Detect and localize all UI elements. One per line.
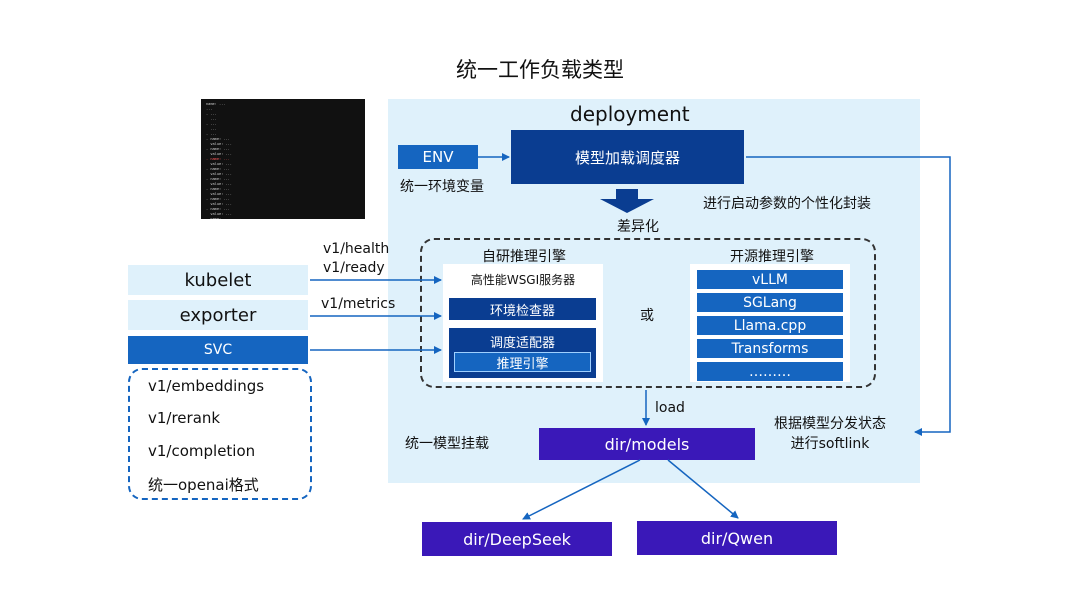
health-label: v1/health (323, 241, 390, 257)
exporter-box: exporter (128, 300, 308, 330)
terminal-line: ... (206, 107, 213, 111)
deepseek-dir-box: dir/DeepSeek (422, 522, 612, 556)
metrics-label: v1/metrics (321, 296, 396, 312)
terminal-line: name: ... (206, 102, 226, 106)
engine-item-llamacpp: Llama.cpp (697, 316, 843, 335)
engine-item-transforms: Transforms (697, 339, 843, 358)
softlink-arrow (746, 156, 951, 436)
terminal-line: - name: ... (206, 157, 230, 161)
terminal-line: - ... (206, 112, 217, 116)
self-engine-heading: 自研推理引擎 (482, 249, 566, 265)
api-rerank: v1/rerank (148, 409, 221, 427)
engine-item-vllm: vLLM (697, 270, 843, 289)
api-completion: v1/completion (148, 442, 256, 460)
model-mount-label: 统一模型挂载 (405, 436, 489, 452)
model-load-scheduler-box: 模型加载调度器 (511, 130, 744, 184)
terminal-line: - name: ... (206, 137, 230, 141)
or-label: 或 (640, 308, 654, 324)
diff-note: 进行启动参数的个性化封装 (703, 196, 871, 212)
ready-label: v1/ready (323, 260, 385, 276)
engine-container (420, 238, 876, 388)
terminal-line: ... (206, 117, 217, 121)
api-embeddings: v1/embeddings (148, 377, 265, 395)
terminal-line: - ... (206, 132, 217, 136)
kubelet-box: kubelet (128, 265, 308, 295)
terminal-line: - name: ... (206, 217, 230, 219)
env-caption: 统一环境变量 (400, 179, 484, 195)
qwen-dir-box: dir/Qwen (637, 521, 837, 555)
load-label: load (655, 400, 685, 416)
env-box: ENV (398, 145, 478, 169)
env-checker-box: 环境检查器 (449, 298, 596, 320)
terminal-line: - name: ... (206, 187, 230, 191)
terminal-line: - ... (206, 122, 217, 126)
diff-block-arrow (600, 189, 654, 213)
terminal-line: value: ... (206, 172, 232, 176)
diff-label: 差异化 (617, 219, 659, 235)
terminal-line: ... (206, 127, 217, 131)
page-title: 统一工作负载类型 (456, 58, 624, 82)
api-openai-format: 统一openai格式 (148, 476, 259, 494)
terminal-line: value: ... (206, 182, 232, 186)
qwen-arrow (667, 459, 739, 519)
open-engine-heading: 开源推理引擎 (730, 249, 814, 265)
terminal-line: value: ... (206, 142, 232, 146)
engine-item-sglang: SGLang (697, 293, 843, 312)
terminal-line: - name: ... (206, 167, 230, 171)
inference-engine-box: 推理引擎 (454, 352, 591, 372)
terminal-line: value: ... (206, 152, 232, 156)
engine-item-more: ……… (697, 362, 843, 381)
softlink-line-1: 根据模型分发状态 (774, 416, 886, 432)
svc-box: SVC (128, 336, 308, 364)
terminal-line: value: ... (206, 212, 232, 216)
terminal-line: value: ... (206, 202, 232, 206)
terminal-line: - name: ... (206, 177, 230, 181)
terminal-line: value: ... (206, 192, 232, 196)
wsgi-label: 高性能WSGI服务器 (470, 273, 576, 287)
terminal-line: value: ... (206, 162, 232, 166)
deployment-label: deployment (570, 102, 690, 126)
models-dir-box: dir/models (539, 428, 755, 460)
deepseek-arrow (522, 459, 641, 520)
api-list-container (128, 368, 312, 500)
terminal-line: - name: ... (206, 207, 230, 211)
softlink-line-2: 进行softlink (790, 436, 870, 452)
terminal-line: - name: ... (206, 147, 230, 151)
terminal-line: - name: ... (206, 197, 230, 201)
yaml-terminal-thumbnail: name: ......- ... ...- ... ...- ...- nam… (201, 99, 365, 219)
